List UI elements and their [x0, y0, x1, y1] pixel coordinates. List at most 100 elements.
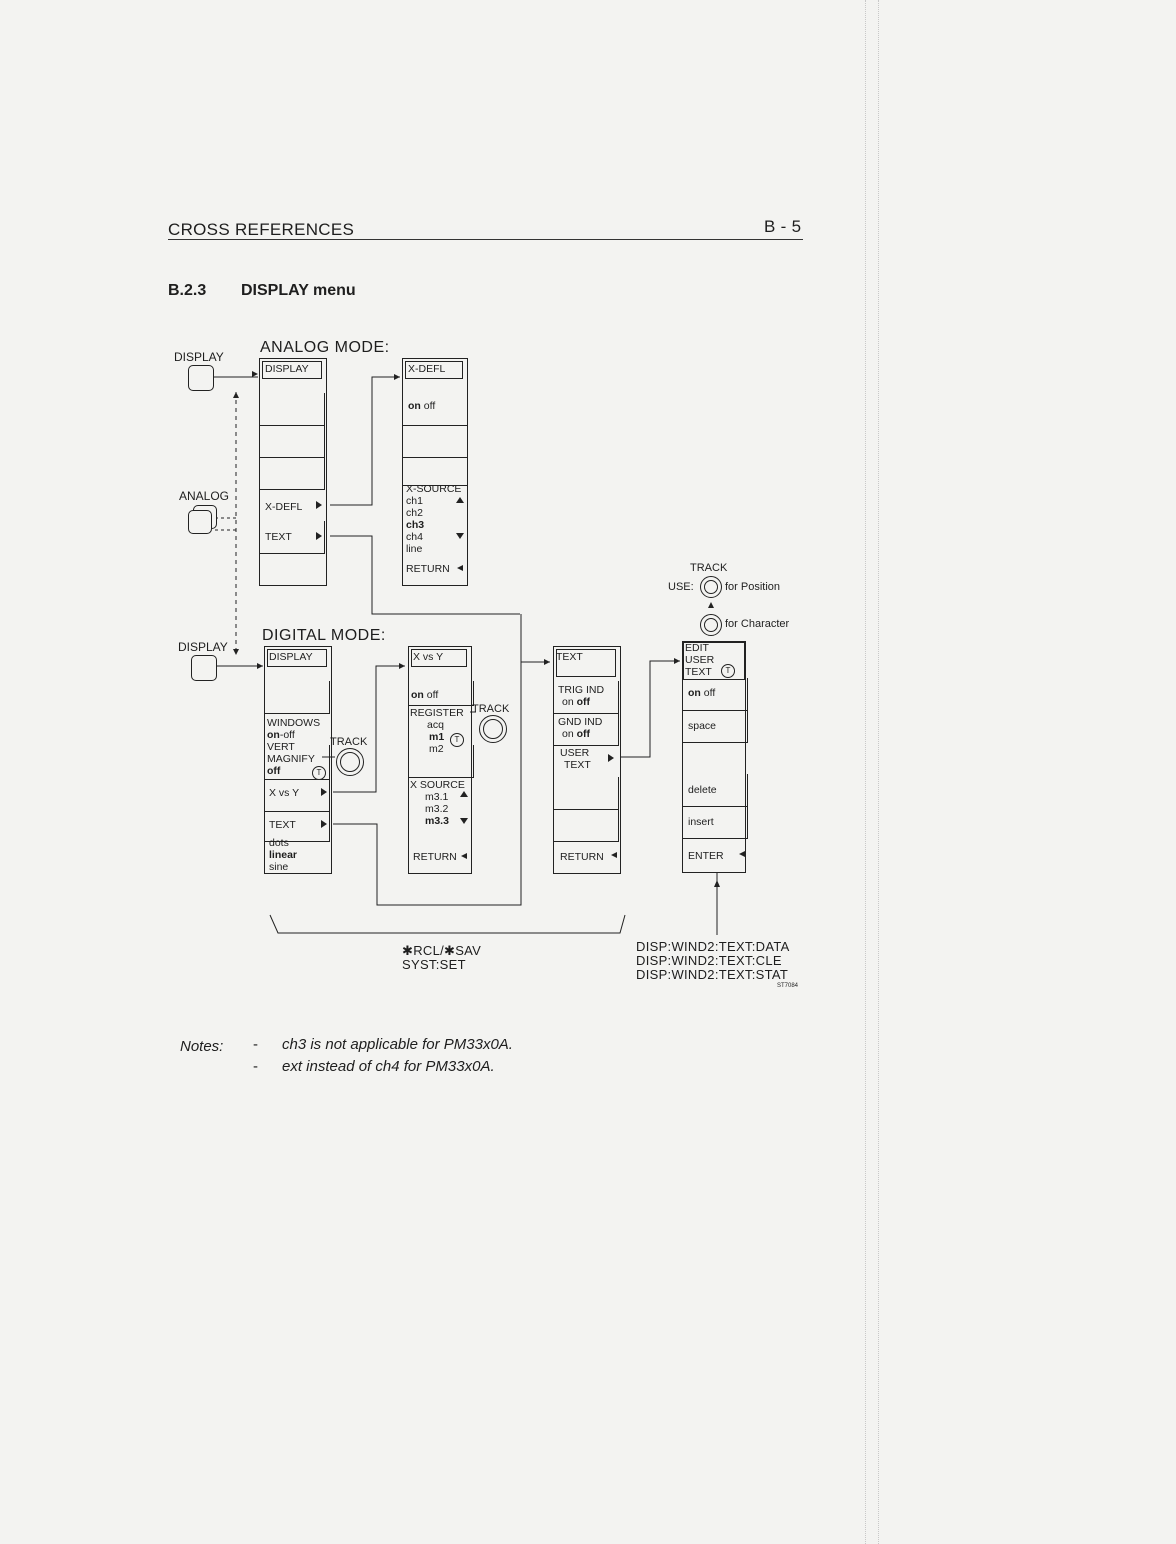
menu-title-box — [683, 642, 745, 680]
softkey-divider — [403, 457, 468, 486]
softkey-trig-ind[interactable]: TRIG IND — [558, 684, 605, 696]
menu-title: TEXT — [556, 651, 583, 663]
softkey-divider — [554, 809, 619, 842]
softkey-return[interactable]: RETURN — [413, 851, 457, 863]
connector — [620, 660, 680, 758]
softkey-divider — [265, 681, 330, 714]
option-on-off[interactable]: on off — [688, 687, 715, 699]
display-key-top[interactable] — [188, 365, 214, 391]
softkey-divider — [265, 811, 330, 842]
figure-id: ST7084 — [777, 983, 799, 989]
magnify-label: MAGNIFY — [267, 753, 315, 765]
softkey-delete[interactable]: delete — [688, 784, 717, 796]
display-key-bottom[interactable] — [191, 655, 217, 681]
arrowhead — [399, 663, 405, 669]
option-on-off[interactable]: on off — [411, 689, 438, 701]
softkey-divider — [260, 521, 325, 554]
softkey-text[interactable]: TEXT — [269, 819, 296, 831]
digital-display-menu: DISPLAY WINDOWS on-off VERT MAGNIFY off … — [264, 646, 332, 874]
softkey-divider — [265, 779, 330, 812]
page-edge-line — [878, 0, 879, 1544]
x-source-label: X-SOURCE — [406, 483, 462, 495]
x-source-ch2: ch2 — [406, 507, 423, 519]
analog-xdefl-menu: X-DEFL on off X-SOURCE ch1 ch2 ch3 ch4 l… — [402, 358, 468, 586]
option-on: on — [562, 728, 574, 740]
syst-set-command: SYST:SET — [402, 957, 466, 972]
magnify-off: off — [267, 765, 281, 777]
softkey-divider — [554, 681, 619, 714]
note-dash: - — [253, 1058, 258, 1075]
connector — [215, 517, 236, 531]
section-number: B.2.3 — [168, 282, 207, 299]
scpi-command: DISP:WIND2:TEXT:DATA — [636, 939, 790, 954]
x-source-ch4: ch4 — [406, 531, 423, 543]
option-on-off[interactable]: on off — [408, 400, 435, 412]
register-acq: acq — [427, 719, 444, 731]
section-title: DISPLAY menu — [241, 282, 356, 299]
analog-mode-title: ANALOG MODE: — [260, 339, 390, 356]
softkey-x-vs-y[interactable]: X vs Y — [269, 787, 300, 799]
softkey-divider — [683, 774, 748, 807]
softkey-return[interactable]: RETURN — [560, 851, 604, 863]
note-dash: - — [253, 1036, 258, 1053]
x-source-m33: m3.3 — [425, 815, 449, 827]
page-edge-line — [865, 0, 866, 1544]
softkey-divider — [683, 806, 748, 839]
option-on: on — [411, 689, 424, 701]
softkey-divider — [554, 777, 619, 810]
option-off: off — [426, 689, 439, 701]
t-symbol-icon: T — [721, 664, 735, 678]
x-source-label: X SOURCE — [410, 779, 465, 791]
analog-key[interactable] — [188, 510, 212, 534]
softkey-windows[interactable]: WINDOWS — [267, 717, 321, 729]
t-symbol-icon: T — [450, 733, 464, 747]
t-symbol-icon: T — [312, 766, 326, 780]
track-legend-character: for Character — [725, 618, 790, 630]
softkey-divider — [683, 678, 748, 711]
softkey-vert[interactable]: VERT — [267, 741, 295, 753]
arrowhead — [544, 659, 550, 665]
digital-text-menu: TEXT TRIG IND on off GND IND on off USER… — [553, 646, 621, 874]
scpi-command: DISP:WIND2:TEXT:STAT — [636, 967, 789, 982]
track-legend-title: TRACK — [690, 562, 728, 574]
softkey-divider — [409, 745, 474, 778]
track-label: TRACK — [330, 736, 368, 748]
menu-title-box — [411, 649, 467, 667]
analog-display-menu: DISPLAY X-DEFL TEXT — [259, 358, 327, 586]
display-key-label: DISPLAY — [178, 640, 228, 654]
notes-label: Notes: — [180, 1038, 224, 1055]
softkey-divider — [554, 713, 619, 746]
option-on: on — [267, 729, 280, 741]
softkey-enter[interactable]: ENTER — [688, 850, 724, 862]
option-on: on — [408, 400, 421, 412]
connector — [330, 376, 400, 506]
menu-title: DISPLAY — [265, 363, 309, 375]
softkey-insert[interactable]: insert — [688, 816, 714, 828]
arrowhead — [257, 663, 263, 669]
softkey-divider — [403, 425, 468, 458]
arrowhead — [674, 658, 680, 664]
menu-title: DISPLAY — [269, 651, 313, 663]
x-source-line: line — [406, 543, 423, 555]
option-off: off — [576, 728, 591, 740]
track-legend-use: USE: — [668, 581, 694, 593]
softkey-user-text[interactable]: USER — [560, 747, 590, 759]
menu-title-box — [267, 649, 327, 667]
menu-title: X vs Y — [413, 651, 444, 663]
rcl-sav-command: ✱RCL/✱SAV — [402, 943, 482, 958]
register-label: REGISTER — [410, 707, 464, 719]
analog-key-label: ANALOG — [179, 489, 230, 503]
option-off: off — [703, 687, 716, 699]
softkey-space[interactable]: space — [688, 720, 717, 732]
mode-linear: linear — [269, 849, 298, 861]
softkey-text[interactable]: TEXT — [265, 531, 292, 543]
softkey-gnd-ind[interactable]: GND IND — [558, 716, 603, 728]
track-knob-icon — [336, 748, 364, 776]
menu-title-text: TEXT — [685, 666, 712, 678]
softkey-return[interactable]: RETURN — [406, 563, 450, 575]
option-on: on — [562, 696, 574, 708]
softkey-x-defl[interactable]: X-DEFL — [265, 501, 303, 513]
softkey-divider — [683, 710, 748, 743]
digital-xvsy-menu: X vs Y on off REGISTER acq m1 m2 X SOURC… — [408, 646, 474, 874]
softkey-divider — [260, 425, 325, 458]
